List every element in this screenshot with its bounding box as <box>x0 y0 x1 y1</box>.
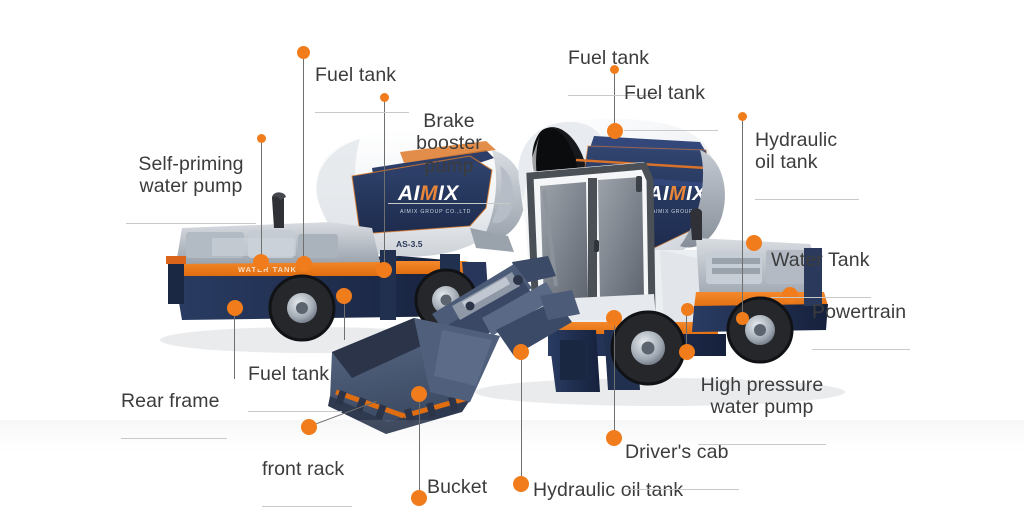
label-fuel-tank-top-center[interactable]: Fuel tank <box>568 24 662 118</box>
label-brake-booster-pump[interactable]: Brake booster pump <box>388 87 510 227</box>
label-hydraulic-oil-tank-right-text: Hydraulic oil tank <box>755 128 838 174</box>
svg-text:AIMIX: AIMIX <box>647 183 707 205</box>
target-dot-front-rack <box>301 419 317 435</box>
connector-fuel-tank-top-right <box>614 72 616 128</box>
label-fuel-tank-top-right-text: Fuel tank <box>624 81 706 104</box>
anchor-dot-self-priming-water-pump <box>257 134 266 143</box>
anchor-dot-fuel-tank-top-right <box>610 65 619 74</box>
label-self-priming-water-pump[interactable]: Self-priming water pump <box>126 130 256 247</box>
anchor-dot-drivers-cab <box>606 310 622 326</box>
anchor-dot-bucket <box>411 386 427 402</box>
label-fuel-tank-top-left-text: Fuel tank <box>315 63 397 86</box>
label-fuel-tank-top-right[interactable]: Fuel tank <box>624 59 718 153</box>
label-underline <box>262 505 352 507</box>
label-drivers-cab[interactable]: Driver's cab <box>625 418 739 512</box>
label-water-tank-text: Water Tank <box>771 248 870 271</box>
label-underline <box>812 348 910 350</box>
connector-fuel-tank-bottom-left <box>344 296 346 340</box>
label-water-tank[interactable]: Water Tank <box>771 226 871 320</box>
label-hydraulic-oil-tank-right[interactable]: Hydraulic oil tank <box>755 106 859 223</box>
label-bucket-text: Bucket <box>427 475 488 498</box>
label-underline <box>248 410 342 412</box>
label-high-pressure-water-pump-text: High pressure water pump <box>700 373 824 419</box>
anchor-dot-hydraulic-oil-tank-right <box>738 112 747 121</box>
label-fuel-tank-bottom-left-text: Fuel tank <box>248 362 330 385</box>
svg-text:AS-3.5: AS-3.5 <box>396 239 423 249</box>
connector-hydraulic-oil-tank-bottom <box>521 352 523 482</box>
label-underline <box>126 223 256 225</box>
target-dot-brake-booster-pump <box>376 262 392 278</box>
label-drivers-cab-text: Driver's cab <box>625 440 729 463</box>
label-rear-frame-text: Rear frame <box>121 389 220 412</box>
svg-text:AIMIX GROUP CO.,LTD: AIMIX GROUP CO.,LTD <box>652 209 719 215</box>
left-wheels <box>268 268 478 342</box>
target-dot-rear-frame <box>227 300 243 316</box>
svg-text:AIMIX: AIMIX <box>397 182 460 205</box>
right-engine-deck <box>690 208 828 332</box>
target-dot-hydraulic-oil-tank-right <box>736 312 749 325</box>
label-fuel-tank-top-center-text: Fuel tank <box>568 46 650 69</box>
target-dot-drivers-cab <box>606 430 622 446</box>
target-dot-high-pressure-water-pump <box>679 344 695 360</box>
connector-bucket <box>419 394 421 498</box>
label-powertrain[interactable]: Powertrain <box>812 278 910 372</box>
label-bucket[interactable]: Bucket <box>427 453 497 512</box>
connector-brake-booster-pump <box>384 100 386 266</box>
connector-rear-frame <box>234 307 236 379</box>
label-powertrain-text: Powertrain <box>812 300 907 323</box>
label-rear-frame[interactable]: Rear frame <box>121 367 227 461</box>
target-dot-self-priming-water-pump <box>253 254 269 270</box>
label-underline <box>121 437 227 439</box>
anchor-dot-fuel-tank-top-left <box>297 46 310 59</box>
connector-fuel-tank-top-left <box>303 52 305 264</box>
target-dot-powertrain <box>782 287 798 303</box>
target-dot-water-tank <box>746 235 762 251</box>
label-high-pressure-water-pump[interactable]: High pressure water pump <box>698 351 826 468</box>
target-dot-hydraulic-oil-tank-bottom <box>513 476 529 492</box>
label-underline <box>771 296 871 298</box>
label-underline <box>388 203 510 205</box>
anchor-dot-high-pressure-water-pump <box>681 303 694 316</box>
target-dot-fuel-tank-bottom-left <box>336 288 352 304</box>
label-fuel-tank-bottom-left[interactable]: Fuel tank <box>248 340 342 434</box>
svg-text:AIMIX GROUP CO.,LTD: AIMIX GROUP CO.,LTD <box>400 209 471 215</box>
label-front-rack-text: front rack <box>262 457 345 480</box>
label-front-rack[interactable]: front rack <box>262 435 352 512</box>
anchor-dot-brake-booster-pump <box>380 93 389 102</box>
svg-text:WATER TANK: WATER TANK <box>238 265 297 274</box>
target-dot-bucket <box>411 490 427 506</box>
connector-self-priming-water-pump <box>261 141 263 261</box>
target-dot-fuel-tank-top-left <box>296 256 312 272</box>
anchor-dot-hydraulic-oil-tank-bottom <box>513 344 529 360</box>
left-mixing-drum: AIMIX AIMIX GROUP CO.,LTD <box>316 129 525 257</box>
label-underline <box>624 129 718 131</box>
connector-hydraulic-oil-tank-right <box>742 119 744 319</box>
label-fuel-tank-top-left[interactable]: Fuel tank <box>315 41 409 135</box>
target-dot-fuel-tank-top-right <box>607 123 623 139</box>
connector-high-pressure-water-pump <box>686 310 688 352</box>
label-underline <box>755 199 859 201</box>
label-brake-booster-pump-text: Brake booster pump <box>416 109 482 177</box>
label-self-priming-water-pump-text: Self-priming water pump <box>138 152 244 198</box>
loader-arm-and-bucket <box>328 256 580 434</box>
label-underline <box>625 488 739 490</box>
connector-drivers-cab <box>614 318 616 436</box>
label-underline <box>698 444 826 446</box>
